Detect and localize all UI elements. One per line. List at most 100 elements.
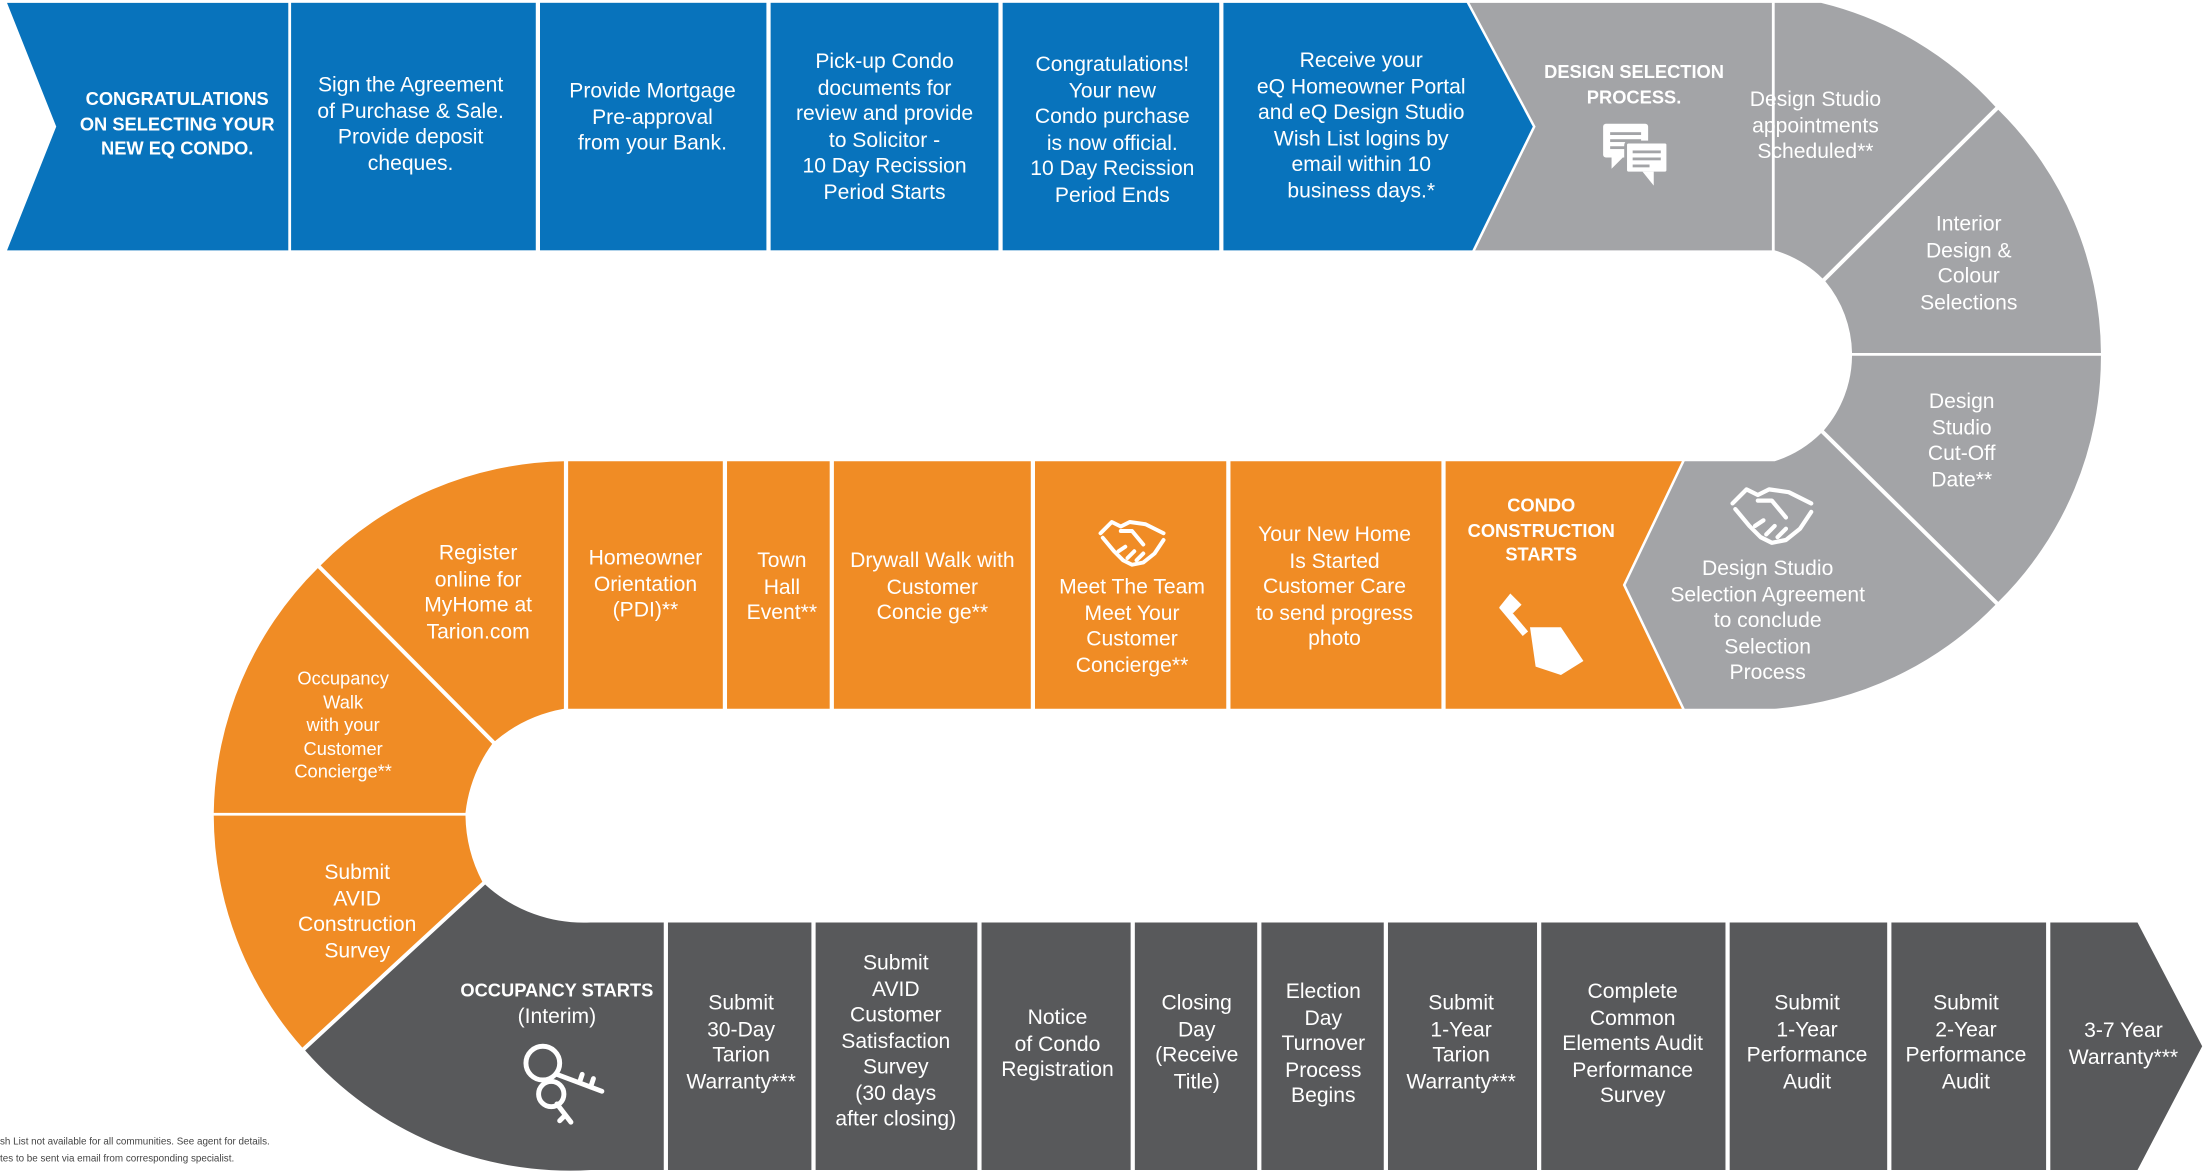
step-3-label-line-3: from your Bank. [578, 131, 727, 156]
step-2-label-line-3: Provide deposit [337, 125, 484, 150]
step-17-label-line-3: (PDI)** [612, 598, 679, 622]
step-28-label-line-4: Performance [1572, 1057, 1694, 1082]
step-6-label-line-1: Receive your [1299, 48, 1423, 73]
step-6-label-line-2: eQ Homeowner Portal [1256, 74, 1466, 99]
step-5-label-line-3: Condo purchase [1034, 104, 1190, 129]
step-shape-8 [1774, 2, 1996, 279]
step-shape-2 [291, 2, 536, 251]
step-7-label-line-1: DESIGN SELECTION [1544, 61, 1724, 83]
step-18-label-line-1: Register [438, 541, 518, 566]
step-22-label-line-3: Tarion [712, 1043, 770, 1068]
step-28-label-line-5: Survey [1599, 1083, 1666, 1108]
step-6-label-line-3: and eQ Design Studio [1258, 100, 1465, 125]
step-31-label-line-1: 3-7 Year [2084, 1018, 2163, 1043]
step-7-label-line-2: PROCESS. [1586, 85, 1682, 107]
step-27-label-line-4: Warranty*** [1406, 1069, 1516, 1094]
step-25-label-line-2: Day [1177, 1017, 1216, 1042]
keys-icon [523, 1043, 605, 1125]
step-4-label-line-6: Period Starts [823, 180, 946, 204]
step-4-label-line-3: review and provide [796, 101, 974, 126]
step-8-label-line-2: appointments [1752, 113, 1879, 138]
step-shape-5 [1002, 2, 1220, 251]
step-shape-10 [1823, 355, 2101, 602]
step-15-label-line-1: Drywall Walk with [850, 548, 1015, 573]
step-1-label-line-2: ON SELECTING YOUR [79, 112, 275, 134]
step-8-label-line-3: Scheduled** [1757, 139, 1874, 164]
step-30-label-line-4: Audit [1941, 1069, 1990, 1094]
step-3-label-line-1: Provide Mortgage [569, 79, 736, 104]
step-6-label-line-4: Wish List logins by [1273, 126, 1449, 151]
step-shape-31 [2050, 922, 2203, 1170]
step-6-label-line-5: email within 10 [1291, 152, 1432, 177]
step-11-label-line-5: Process [1729, 660, 1806, 685]
step-5-label-line-4: is now official. [1046, 130, 1178, 155]
step-shape-12 [1445, 461, 1682, 709]
step-23-label-line-4: Satisfaction [841, 1029, 951, 1053]
step-18-label-line-4: Tarion.com [426, 619, 530, 644]
step-shape-16 [727, 461, 830, 709]
step-2-label-line-2: of Purchase & Sale. [317, 99, 504, 124]
step-25-label-line-4: Title) [1173, 1069, 1220, 1094]
step-9-label-line-3: Colour [1937, 264, 2000, 289]
step-25-label-line-1: Closing [1161, 991, 1232, 1016]
step-14-label-line-3: Customer [1086, 627, 1178, 652]
step-19-label-line-3: with your [306, 714, 380, 736]
step-13-label-line-1: Your New Home [1258, 522, 1411, 547]
step-3-label-line-2: Pre-approval [592, 105, 713, 130]
step-26-label-line-3: Turnover [1281, 1031, 1366, 1056]
step-9-label-line-4: Selections [1920, 290, 2018, 315]
step-19-label-line-5: Concierge** [294, 760, 392, 782]
step-22-label-line-2: 30-Day [707, 1017, 776, 1042]
step-23-label-line-7: after closing) [835, 1107, 957, 1131]
step-15-label-line-2: Customer [886, 574, 979, 599]
step-24-label-line-1: Notice [1027, 1005, 1088, 1030]
step-shape-15 [833, 461, 1031, 709]
step-17-label-line-1: Homeowner [588, 545, 703, 570]
step-23-label-line-3: Customer [850, 1003, 942, 1027]
step-18-label-line-2: online for [434, 567, 522, 592]
step-5-label-line-6: Period Ends [1054, 182, 1170, 207]
step-5-label-line-2: Your new [1068, 78, 1156, 103]
step-shape-13 [1230, 461, 1442, 709]
step-30-label-line-3: Performance [1905, 1043, 2027, 1068]
step-27-label-line-2: 1-Year [1430, 1017, 1492, 1042]
step-10-label-line-4: Date** [1931, 467, 1993, 492]
step-27-label-line-1: Submit [1428, 991, 1494, 1016]
step-shape-17 [568, 461, 723, 709]
step-13-label-line-4: to send progress [1255, 600, 1414, 625]
step-25-label-line-3: (Receive [1155, 1043, 1239, 1068]
step-12-label-line-3: STARTS [1505, 543, 1578, 565]
step-23-label-line-6: (30 days [855, 1081, 937, 1105]
step-16-label-line-3: Event** [746, 600, 818, 625]
step-22-label-line-4: Warranty*** [686, 1069, 796, 1094]
step-19-label-line-2: Walk [323, 690, 364, 712]
step-24-label-line-3: Registration [1001, 1057, 1114, 1082]
step-4-label-line-5: 10 Day Recission [802, 153, 967, 178]
step-4-label-line-1: Pick-up Condo [815, 49, 954, 74]
step-shape-27 [1387, 922, 1538, 1170]
step-12-label-line-2: CONSTRUCTION [1467, 519, 1615, 541]
step-14-label-line-2: Meet Your [1084, 601, 1180, 626]
step-14-label-line-4: Concierge** [1075, 653, 1189, 678]
step-21-line: (Interim) [517, 1004, 597, 1028]
step-shape-28 [1541, 922, 1726, 1170]
step-29-label-line-1: Submit [1774, 991, 1840, 1016]
footnote-1: sh List not available for all communitie… [0, 1137, 270, 1148]
step-12-label-line-1: CONDO [1507, 494, 1576, 516]
